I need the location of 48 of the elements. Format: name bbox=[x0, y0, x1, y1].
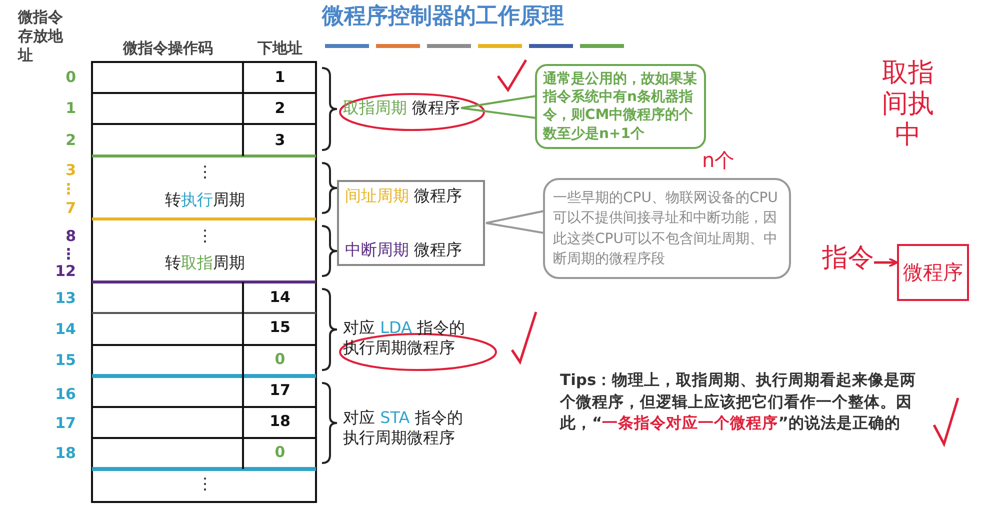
next-address-number: 1 bbox=[274, 68, 286, 87]
microprogram-label: 对应 LDA 指令的执行周期微程序 bbox=[343, 318, 466, 358]
next-address-number: 0 bbox=[274, 443, 286, 462]
continuation-dots: ⋮ bbox=[60, 180, 76, 199]
microprogram-label: 对应 STA 指令的执行周期微程序 bbox=[343, 408, 463, 448]
address-number: 13 bbox=[54, 289, 76, 308]
continuation-dots: ⋮ bbox=[196, 474, 214, 494]
callout-pointer bbox=[485, 210, 545, 234]
next-address-number: 15 bbox=[268, 318, 292, 337]
address-number: 2 bbox=[64, 131, 76, 150]
title: 微程序控制器的工作原理 bbox=[322, 3, 564, 30]
tips-note: Tips：物理上，取指周期、执行周期看起来像是两个微程序，但逻辑上应该把它们看作一个整体。因此，“一条指令对应一个微程序”的说法是正确的 bbox=[560, 370, 918, 434]
microprogram-label: 中断周期 微程序 bbox=[345, 240, 462, 260]
address-number: 8 bbox=[64, 227, 76, 246]
column-header: 微指令操作码 bbox=[122, 39, 214, 58]
handwritten-note: n个 bbox=[702, 148, 735, 173]
handwritten-note: 取指间执中 bbox=[881, 58, 935, 152]
address-number: 3 bbox=[64, 161, 76, 180]
continuation-dots: ⋮ bbox=[196, 162, 214, 182]
next-address-number: 17 bbox=[268, 381, 292, 400]
address-number: 7 bbox=[64, 199, 76, 218]
next-address-number: 2 bbox=[274, 99, 286, 118]
address-number: 17 bbox=[54, 414, 76, 433]
continuation-dots: ⋮ bbox=[60, 245, 76, 264]
handwritten-box: 微程序 bbox=[897, 244, 969, 301]
column-header: 下地址 bbox=[256, 39, 304, 58]
address-number: 16 bbox=[54, 385, 76, 404]
annotation-box bbox=[337, 180, 485, 266]
next-address-number: 14 bbox=[268, 288, 292, 307]
next-address-number: 3 bbox=[274, 131, 286, 150]
address-number: 1 bbox=[64, 99, 76, 118]
jump-instruction-text: 转取指周期 bbox=[164, 253, 246, 273]
address-number: 18 bbox=[54, 444, 76, 463]
address-number: 14 bbox=[54, 320, 76, 339]
address-number: 12 bbox=[54, 262, 76, 281]
microprogram-label: 间址周期 微程序 bbox=[345, 186, 462, 206]
callout-bubble: 一些早期的CPU、物联网设备的CPU可以不提供间接寻址和中断功能，因此这类CPU可以不包含间址周期、中断周期的微程序段 bbox=[543, 178, 791, 280]
handwritten-note: 指令 bbox=[822, 242, 874, 274]
arrow bbox=[874, 258, 898, 268]
column-header: 微指令存放地址 bbox=[18, 8, 64, 64]
continuation-dots: ⋮ bbox=[196, 226, 214, 246]
next-address-number: 0 bbox=[274, 350, 286, 369]
address-number: 0 bbox=[64, 68, 76, 87]
jump-instruction-text: 转执行周期 bbox=[164, 190, 246, 210]
address-number: 15 bbox=[54, 351, 76, 370]
callout-pointer bbox=[460, 95, 537, 119]
next-address-number: 18 bbox=[268, 412, 292, 431]
callout-bubble: 通常是公用的，故如果某指令系统中有n条机器指令，则CM中微程序的个数至少是n+1个 bbox=[535, 64, 706, 149]
